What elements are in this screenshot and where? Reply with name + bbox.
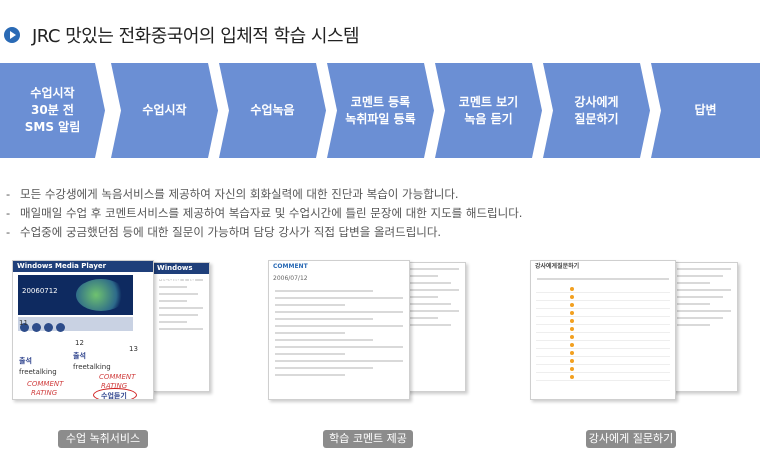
highlight-circle bbox=[93, 388, 137, 399]
table-row bbox=[536, 333, 670, 341]
table-row bbox=[536, 349, 670, 357]
feature-list: -모든 수강생에게 녹음서비스를 제공하여 자신의 회화실력에 대한 진단과 복… bbox=[6, 185, 522, 242]
caption-comment-service: 학습 코멘트 제공 bbox=[323, 430, 413, 448]
caption-question-service: 강사에게 질문하기 bbox=[586, 430, 676, 448]
visualization-image bbox=[76, 279, 126, 311]
step-answer: 답변 bbox=[651, 63, 760, 158]
table-row bbox=[536, 317, 670, 325]
table-row bbox=[536, 301, 670, 309]
play-circle-icon bbox=[4, 27, 20, 43]
page-header: JRC 맛있는 전화중국어의 입체적 학습 시스템 bbox=[4, 22, 360, 48]
step-comment-view: 코멘트 보기 녹음 듣기 bbox=[435, 63, 542, 158]
prev-icon bbox=[44, 323, 53, 332]
step-label: 코멘트 보기 녹음 듣기 bbox=[458, 94, 519, 126]
step-label: 수업시작 30분 전 SMS 알림 bbox=[24, 86, 81, 134]
step-label: 수업녹음 bbox=[250, 103, 295, 117]
table-row bbox=[536, 293, 670, 301]
caption-recording-service: 수업 녹취서비스 bbox=[58, 430, 148, 448]
step-label: 수업시작 bbox=[142, 103, 187, 117]
video-screen: 20060712 bbox=[18, 275, 133, 315]
table-row bbox=[536, 357, 670, 365]
step-recording: 수업녹음 bbox=[219, 63, 326, 158]
comment-window: COMMENT 2006/07/12 bbox=[268, 260, 410, 400]
table-row bbox=[536, 341, 670, 349]
list-item: -수업중에 궁금했던점 등에 대한 질문이 가능하며 담당 강사가 직접 답변을… bbox=[6, 225, 442, 239]
table-row bbox=[536, 309, 670, 317]
table-row bbox=[536, 285, 670, 293]
table-row bbox=[536, 325, 670, 333]
page-title: JRC 맛있는 전화중국어의 입체적 학습 시스템 bbox=[32, 26, 360, 47]
play-icon bbox=[20, 323, 29, 332]
side-window: Windows Media Pla bbox=[152, 262, 210, 392]
step-label: 강사에게 질문하기 bbox=[574, 94, 619, 126]
step-label: 답변 bbox=[694, 103, 717, 117]
step-label: 코멘트 등록 녹취파일 등록 bbox=[345, 94, 416, 126]
step-sms-alert: 수업시작 30분 전 SMS 알림 bbox=[0, 63, 105, 158]
table-row bbox=[536, 373, 670, 381]
step-class-start: 수업시작 bbox=[111, 63, 218, 158]
question-board-window: 강사에게질문하기 bbox=[530, 260, 676, 400]
process-steps: 수업시작 30분 전 SMS 알림 수업시작 수업녹음 코멘트 등록 녹취파일 … bbox=[0, 63, 760, 158]
step-comment-upload: 코멘트 등록 녹취파일 등록 bbox=[327, 63, 434, 158]
media-player-window: Windows Media Player 20060712 11 12 13 출… bbox=[12, 260, 154, 400]
table-row bbox=[536, 365, 670, 373]
thumbnail-row: Windows Media Pla Windows Media Player 2… bbox=[0, 255, 760, 448]
player-controls bbox=[18, 317, 133, 332]
step-ask-teacher: 강사에게 질문하기 bbox=[543, 63, 650, 158]
side-window bbox=[670, 262, 738, 392]
comment-thumbnail: COMMENT 2006/07/12 bbox=[268, 255, 468, 415]
question-thumbnail: 강사에게질문하기 bbox=[530, 255, 740, 415]
next-icon bbox=[56, 323, 65, 332]
stop-icon bbox=[32, 323, 41, 332]
recording-thumbnail: Windows Media Pla Windows Media Player 2… bbox=[12, 255, 212, 415]
list-item: -모든 수강생에게 녹음서비스를 제공하여 자신의 회화실력에 대한 진단과 복… bbox=[6, 187, 459, 201]
list-item: -매일매일 수업 후 코멘트서비스를 제공하여 복습자료 및 수업시간에 틀린 … bbox=[6, 206, 523, 220]
